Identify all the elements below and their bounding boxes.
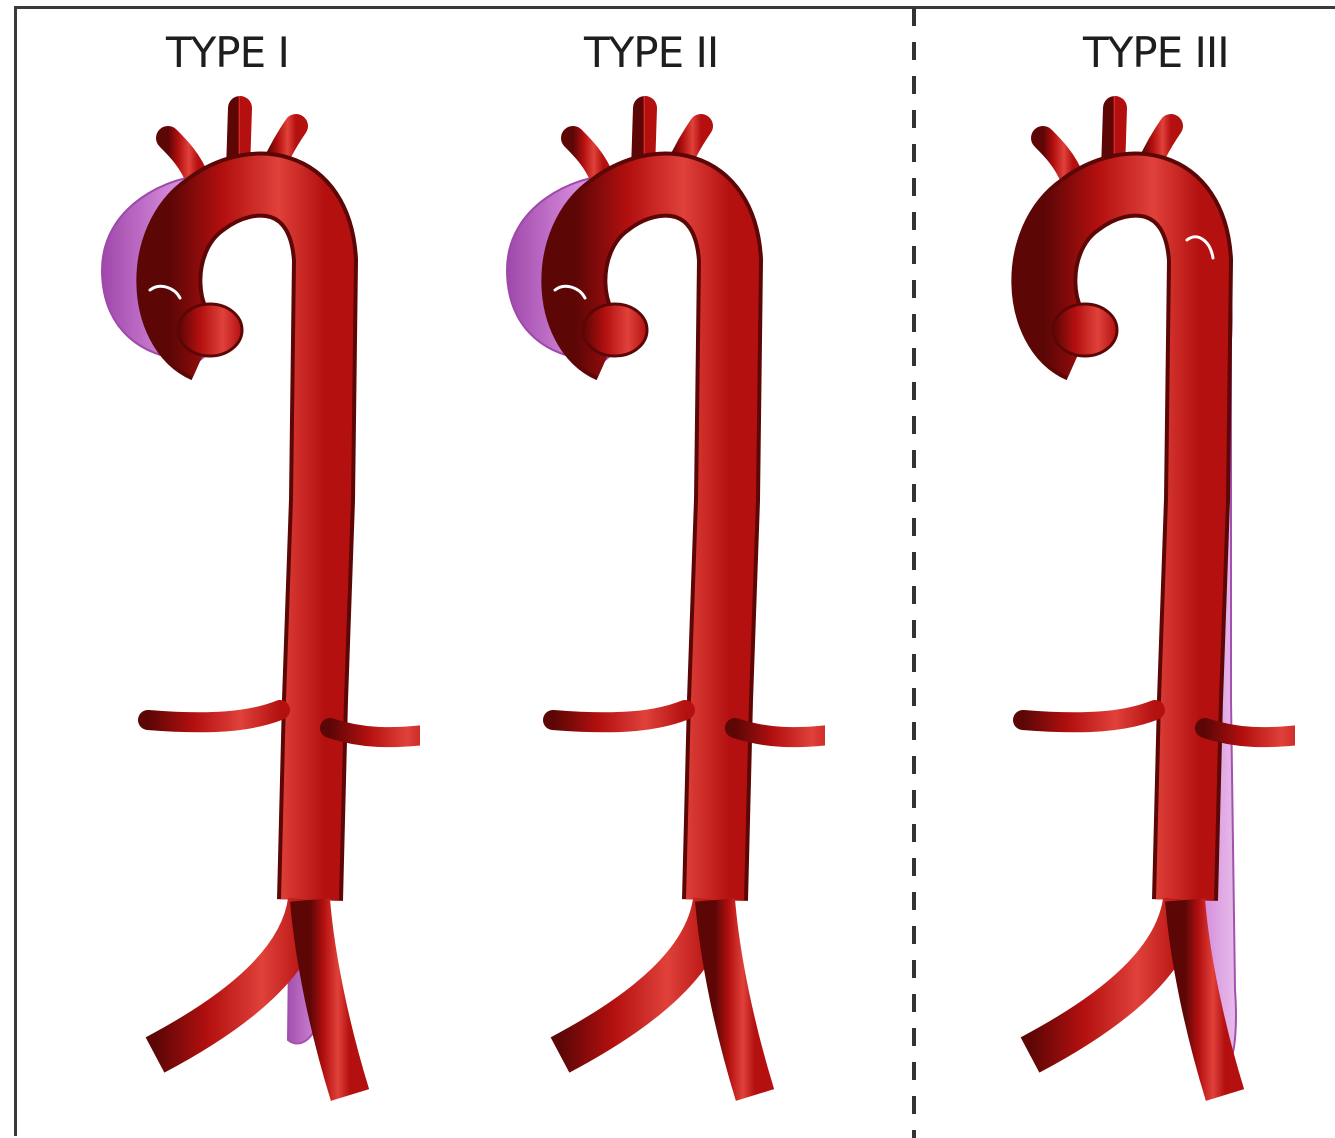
aortic-root	[583, 304, 647, 356]
left-renal-artery	[553, 710, 685, 722]
aortic-root	[178, 304, 242, 356]
right-renal-artery	[735, 728, 825, 737]
arch-inner-space	[622, 225, 695, 320]
right-renal-artery	[1205, 728, 1295, 737]
arch-inner-space	[217, 225, 290, 320]
left-renal-artery	[1023, 710, 1155, 722]
type-2-aorta-illustration	[465, 0, 825, 1138]
left-iliac-artery	[560, 900, 713, 1055]
right-renal-artery	[330, 728, 420, 737]
right-iliac-artery	[715, 900, 755, 1095]
right-iliac-artery	[310, 900, 350, 1095]
left-iliac-artery	[155, 900, 308, 1055]
left-renal-artery	[148, 710, 280, 722]
type-1-aorta-illustration	[60, 0, 420, 1138]
left-iliac-artery	[1030, 900, 1183, 1055]
aortic-root	[1053, 304, 1117, 356]
type-3-aorta-illustration	[935, 0, 1295, 1138]
divider-line	[905, 0, 925, 1138]
arch-inner-space	[1092, 225, 1165, 320]
